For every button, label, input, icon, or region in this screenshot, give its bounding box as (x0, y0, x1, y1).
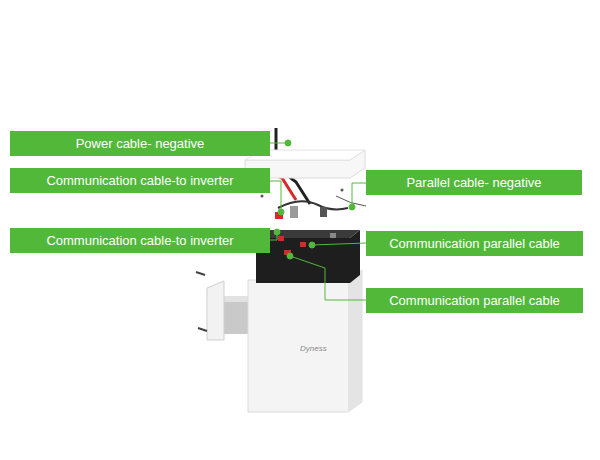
terminal (300, 242, 306, 247)
terminal (278, 236, 284, 241)
callout-box: Communication parallel cable (366, 288, 583, 313)
leader-dot (285, 140, 291, 146)
callout-box: Parallel cable- negative (366, 170, 582, 195)
callout-text: Power cable- negative (76, 136, 205, 151)
callout-text: Communication parallel cable (389, 293, 560, 308)
screw (341, 189, 344, 192)
leader-line (270, 181, 281, 212)
terminal (330, 233, 336, 238)
connector (320, 207, 327, 217)
callout-text: Communication cable-to inverter (46, 173, 233, 188)
leader-line (352, 183, 366, 207)
leader-dot (278, 209, 284, 215)
callout-box: Power cable- negative (10, 131, 270, 156)
callout-text: Parallel cable- negative (406, 175, 541, 190)
cabinet-body (248, 270, 362, 412)
callout-box: Communication parallel cable (366, 231, 583, 256)
bracket-bar-top (224, 296, 250, 302)
leader-line (312, 243, 366, 245)
screw (196, 272, 205, 275)
bracket-bar (224, 296, 250, 334)
callout-text: Communication parallel cable (389, 236, 560, 251)
battery-module (256, 230, 360, 283)
callout-text: Communication cable-to inverter (46, 233, 233, 248)
leader-dot (349, 204, 355, 210)
callout-box: Communication cable-to inverter (10, 228, 270, 253)
wall-bracket (207, 281, 224, 340)
screw (198, 328, 207, 331)
battery-top (256, 230, 360, 238)
parallel-cable (278, 201, 348, 209)
callout-box: Communication cable-to inverter (10, 168, 270, 193)
leader-dot (287, 253, 293, 259)
leader-dot (309, 242, 315, 248)
brand-logo: Dyness (300, 344, 327, 353)
screw (261, 195, 264, 198)
cabinet-side (348, 270, 362, 412)
connector (290, 206, 298, 218)
leader-dot (274, 229, 280, 235)
leader-line (290, 256, 366, 300)
